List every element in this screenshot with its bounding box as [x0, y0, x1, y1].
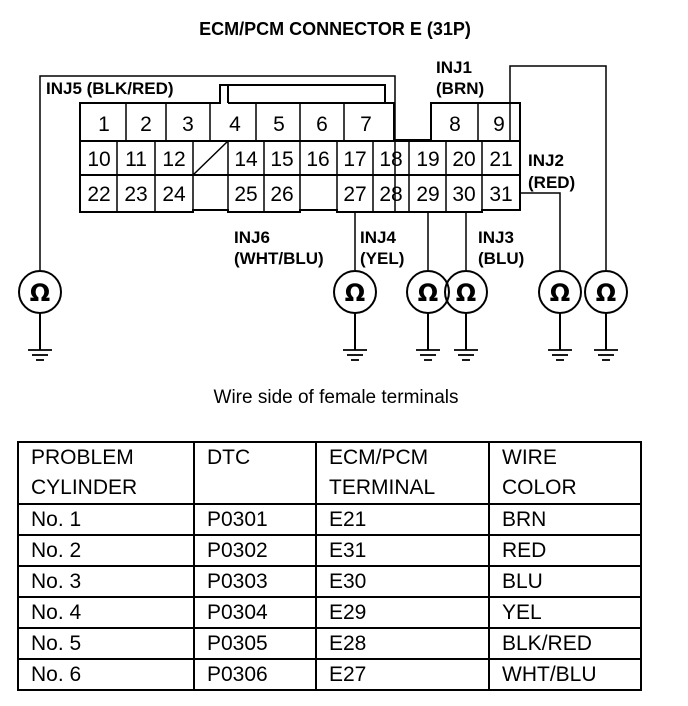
- ohm-icon: Ω: [345, 279, 365, 307]
- cell-dtc: P0306: [193, 658, 317, 691]
- label-inj3-color: (BLU): [478, 249, 524, 268]
- pin-numbers: 1 2 3 4 5 6 7 8 9 10 11 12 14 15 16 17 1…: [87, 113, 512, 206]
- cell-wire-color: YEL: [488, 596, 642, 629]
- ground-symbols: [28, 349, 618, 361]
- cell-wire-color: BLU: [488, 565, 642, 598]
- cell-wire-color: BLK/RED: [488, 627, 642, 660]
- cell-terminal: E30: [315, 565, 490, 598]
- cell-dtc: P0305: [193, 627, 317, 660]
- cell-cylinder: No. 4: [17, 596, 195, 629]
- cell-terminal: E27: [315, 658, 490, 691]
- pin-1: 1: [98, 113, 110, 136]
- cell-terminal: E29: [315, 596, 490, 629]
- ohm-icon: Ω: [30, 279, 50, 307]
- pin-3: 3: [182, 113, 194, 136]
- ohm-icon: Ω: [550, 279, 570, 307]
- table-row: No. 4 P0304 E29 YEL: [17, 596, 642, 629]
- label-inj2-color: (RED): [528, 173, 575, 192]
- cell-cylinder: No. 3: [17, 565, 195, 598]
- ohmmeters: [18, 270, 628, 350]
- cell-terminal: E28: [315, 627, 490, 660]
- pin-27: 27: [343, 183, 366, 206]
- ohm-symbols: Ω Ω Ω Ω Ω Ω: [30, 279, 616, 307]
- table-row: No. 1 P0301 E21 BRN: [17, 503, 642, 536]
- pin-31: 31: [489, 183, 512, 206]
- cell-dtc: P0301: [193, 503, 317, 536]
- cell-dtc: P0302: [193, 534, 317, 567]
- ohm-icon: Ω: [596, 279, 616, 307]
- pin-4: 4: [229, 113, 241, 136]
- cell-wire-color: RED: [488, 534, 642, 567]
- pin-15: 15: [270, 148, 293, 171]
- pin-22: 22: [87, 183, 110, 206]
- pin-grid: [116, 103, 483, 212]
- cell-wire-color: BRN: [488, 503, 642, 536]
- connector-diagram: ECM/PCM CONNECTOR E (31P) INJ5 (BLK/RED)…: [18, 19, 628, 408]
- label-inj4-color: (YEL): [360, 249, 404, 268]
- pin-6: 6: [316, 113, 328, 136]
- pin-30: 30: [452, 183, 475, 206]
- ohm-icon: Ω: [418, 279, 438, 307]
- cell-terminal: E31: [315, 534, 490, 567]
- label-inj6: INJ6: [234, 228, 270, 247]
- label-inj3: INJ3: [478, 228, 514, 247]
- pin-7: 7: [360, 113, 372, 136]
- pin-23: 23: [124, 183, 147, 206]
- pin-28: 28: [379, 183, 402, 206]
- pin-21: 21: [489, 148, 512, 171]
- table-row: No. 6 P0306 E27 WHT/BLU: [17, 658, 642, 691]
- cell-dtc: P0303: [193, 565, 317, 598]
- pin-9: 9: [493, 113, 505, 136]
- pin-2: 2: [140, 113, 152, 136]
- wiring: [39, 65, 607, 270]
- cell-terminal: E21: [315, 503, 490, 536]
- cell-cylinder: No. 5: [17, 627, 195, 660]
- pin-10: 10: [87, 148, 110, 171]
- pin-12: 12: [162, 148, 185, 171]
- pin-26: 26: [270, 183, 293, 206]
- pin-25: 25: [234, 183, 257, 206]
- cell-wire-color: WHT/BLU: [488, 658, 642, 691]
- pin-18: 18: [379, 148, 402, 171]
- table-row: No. 5 P0305 E28 BLK/RED: [17, 627, 642, 660]
- pin-19: 19: [416, 148, 439, 171]
- table-row: No. 3 P0303 E30 BLU: [17, 565, 642, 598]
- diagram-title: ECM/PCM CONNECTOR E (31P): [199, 19, 471, 39]
- cell-cylinder: No. 2: [17, 534, 195, 567]
- pin-14: 14: [234, 148, 258, 171]
- table-row: No. 2 P0302 E31 RED: [17, 534, 642, 567]
- label-inj4: INJ4: [360, 228, 396, 247]
- pin-20: 20: [452, 148, 475, 171]
- cell-cylinder: No. 1: [17, 503, 195, 536]
- pin-11: 11: [125, 148, 147, 171]
- cell-cylinder: No. 6: [17, 658, 195, 691]
- label-inj5: INJ5 (BLK/RED): [46, 79, 174, 98]
- pin-17: 17: [343, 148, 366, 171]
- label-inj6-color: (WHT/BLU): [234, 249, 324, 268]
- pin-8: 8: [449, 113, 461, 136]
- label-inj1-color: (BRN): [436, 79, 484, 98]
- pin-29: 29: [416, 183, 439, 206]
- diagram-caption: Wire side of female terminals: [214, 387, 459, 408]
- pin-5: 5: [273, 113, 285, 136]
- cell-dtc: P0304: [193, 596, 317, 629]
- label-inj2: INJ2: [528, 151, 564, 170]
- pin-16: 16: [306, 148, 329, 171]
- header-dtc: DTC: [193, 441, 317, 505]
- pin-24: 24: [162, 183, 186, 206]
- ohm-icon: Ω: [456, 279, 476, 307]
- label-inj1: INJ1: [436, 58, 472, 77]
